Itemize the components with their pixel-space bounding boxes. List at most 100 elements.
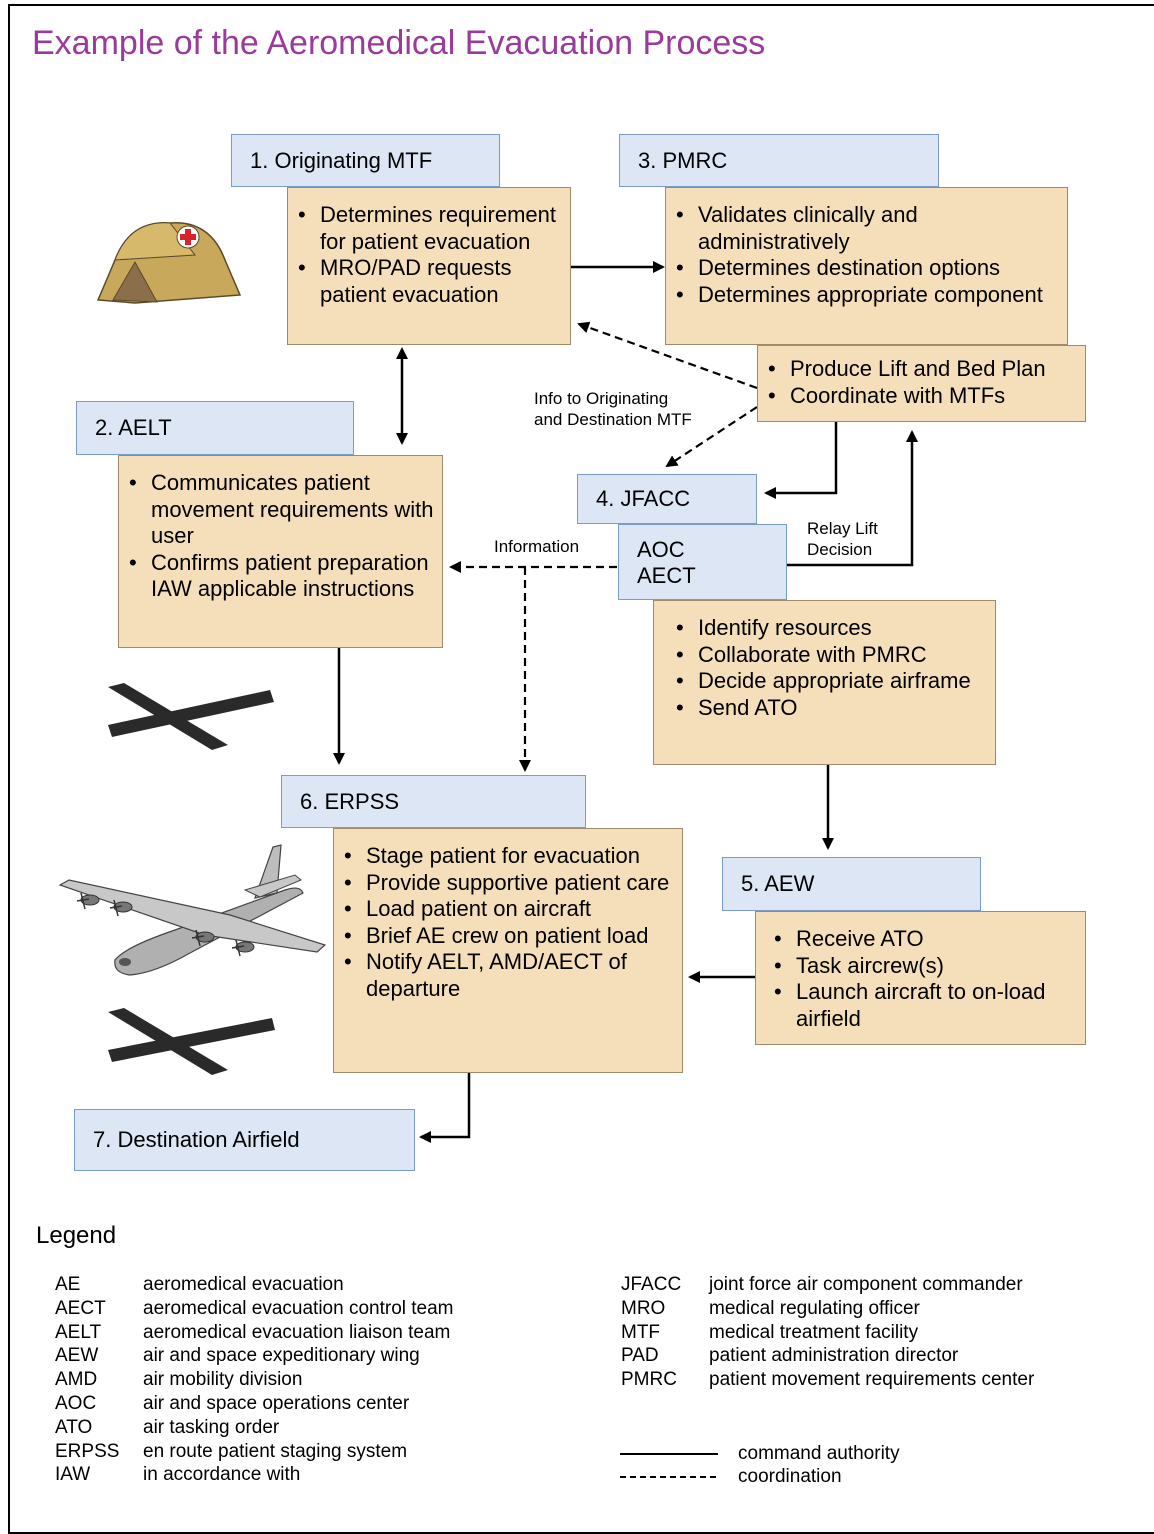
legend-def: medical regulating officer [709,1297,920,1319]
node-aew-body: Receive ATO Task aircrew(s) Launch aircr… [755,911,1086,1045]
bullet-item: Confirms patient preparation IAW applica… [119,550,436,603]
node-aoc-aect: AOC AECT [618,524,787,600]
bullet-item: Load patient on aircraft [334,896,676,923]
legend-abbr: AELT [55,1321,102,1343]
legend-def: joint force air component commander [709,1274,1023,1295]
bullet-item: Brief AE crew on patient load [334,923,676,950]
bullet-item: Stage patient for evacuation [334,843,676,870]
edge-label-information: Information [494,537,580,556]
legend-entry: AELT aeromedical evacuation liaison team [55,1321,454,1345]
node-label: 6. ERPSS [300,788,400,814]
bullet-item: Receive ATO [764,926,1079,953]
legend-abbr: PAD [621,1345,659,1367]
legend-abbr: AE [55,1274,81,1295]
legend-def: medical treatment facility [709,1321,919,1343]
runway-icon [108,1008,275,1075]
legend-def: aeromedical evacuation control team [143,1297,454,1319]
legend-def: air mobility division [143,1369,303,1391]
edge-label-relay: Relay Lift Decision [807,518,878,560]
legend-entry: AOC air and space operations center [55,1392,454,1416]
node-aew-header: 5. AEW [722,857,981,911]
arrow-plan-to-jfacc [764,422,838,499]
legend-abbr: ATO [55,1416,93,1438]
legend-entry: PMRC patient movement requirements center [621,1368,1034,1392]
bullet-item: MRO/PAD requests patient evacuation [288,255,564,308]
legend-line-dashed-label: coordination [738,1466,842,1487]
bullet-item: Task aircrew(s) [764,953,1079,980]
legend-def: air and space operations center [143,1392,410,1414]
legend-entry: AECT aeromedical evacuation control team [55,1297,454,1321]
node-destination-airfield: 7. Destination Airfield [74,1109,415,1171]
legend-entry: PAD patient administration director [621,1344,1034,1368]
arrow-aoc-to-plan [787,430,918,567]
legend-def: aeromedical evacuation [143,1274,344,1295]
bullet-item: Validates clinically and administrativel… [666,202,1061,255]
legend-abbr: AOC [55,1392,97,1414]
node-jfacc-body: Identify resources Collaborate with PMRC… [653,600,996,765]
node-aelt-header: 2. AELT [76,401,354,455]
legend-abbr: AEW [55,1345,99,1367]
node-erpss-header: 6. ERPSS [281,775,586,828]
bullet-item: Determines destination options [666,255,1061,282]
edge-label-line: Relay Lift [807,519,878,538]
aircraft-icon [58,844,327,976]
legend-def: patient administration director [709,1345,959,1367]
legend-left-column: AE aeromedical evacuation AECT aeromedical… [55,1273,454,1487]
aect-label: AECT [637,563,696,588]
bullet-item: Provide supportive patient care [334,870,676,897]
runway-icon [108,683,274,750]
legend-title: Legend [36,1222,117,1249]
legend-abbr: AECT [55,1297,106,1319]
dashed-plan-to-jfacc [665,406,758,468]
legend-right-column: JFACC joint force air component commander… [621,1273,1034,1392]
node-label: 2. AELT [95,415,172,440]
node-label: 4. JFACC [596,486,691,511]
legend-abbr: ERPSS [55,1440,120,1462]
legend-def: air tasking order [143,1416,280,1438]
legend-abbr: PMRC [621,1369,677,1391]
legend-abbr: AMD [55,1369,98,1391]
bullet-item: Communicates patient movement requiremen… [119,470,436,550]
legend-entry: AE aeromedical evacuation [55,1273,454,1297]
page-title: Example of the Aeromedical Evacuation Pr… [32,24,766,62]
aoc-label: AOC [637,537,685,562]
legend-def: in accordance with [143,1464,301,1486]
node-aelt-body: Communicates patient movement requiremen… [118,455,443,648]
tent-icon [96,222,242,304]
bullet-item: Coordinate with MTFs [758,383,1085,410]
node-erpss-body: Stage patient for evacuation Provide sup… [333,828,683,1073]
legend-abbr: IAW [55,1464,91,1486]
node-label: 1. Originating MTF [250,147,433,173]
edge-label-line: Info to Originating [534,389,669,408]
legend-abbr: JFACC [621,1274,682,1295]
bullet-item: Collaborate with PMRC [666,642,985,669]
legend-def: aeromedical evacuation liaison team [143,1321,451,1343]
node-originating-mtf-body: Determines requirement for patient evacu… [287,187,571,345]
node-label: 3. PMRC [638,147,728,173]
bullet-item: Launch aircraft to on-load airfield [764,979,1079,1032]
node-pmrc-plan: Produce Lift and Bed Plan Coordinate wit… [757,345,1086,422]
legend-entry: ATO air tasking order [55,1416,454,1440]
edge-label-info-to-mtf: Info to Originating and Destination MTF [534,388,692,430]
legend-entry: AMD air mobility division [55,1368,454,1392]
bullet-item: Determines appropriate component [666,282,1061,309]
legend-def: patient movement requirements center [709,1369,1035,1391]
legend-entry: JFACC joint force air component commander [621,1273,1034,1297]
edge-label-line: and Destination MTF [534,410,692,429]
node-jfacc-header: 4. JFACC [577,474,757,524]
node-pmrc-header: 3. PMRC [619,134,939,187]
node-originating-mtf-header: 1. Originating MTF [231,134,500,187]
node-pmrc-body: Validates clinically and administrativel… [665,187,1068,345]
legend-def: air and space expeditionary wing [143,1345,420,1367]
dashed-plan-to-mtf [577,321,758,390]
node-label: 7. Destination Airfield [93,1127,300,1152]
legend-entry: IAW in accordance with [55,1463,454,1487]
bullet-item: Send ATO [666,695,985,722]
legend-entry: ERPSS en route patient staging system [55,1440,454,1464]
legend-def: en route patient staging system [143,1440,408,1462]
arrow-erpss-to-dest [419,1073,471,1143]
bullet-item: Identify resources [666,615,985,642]
